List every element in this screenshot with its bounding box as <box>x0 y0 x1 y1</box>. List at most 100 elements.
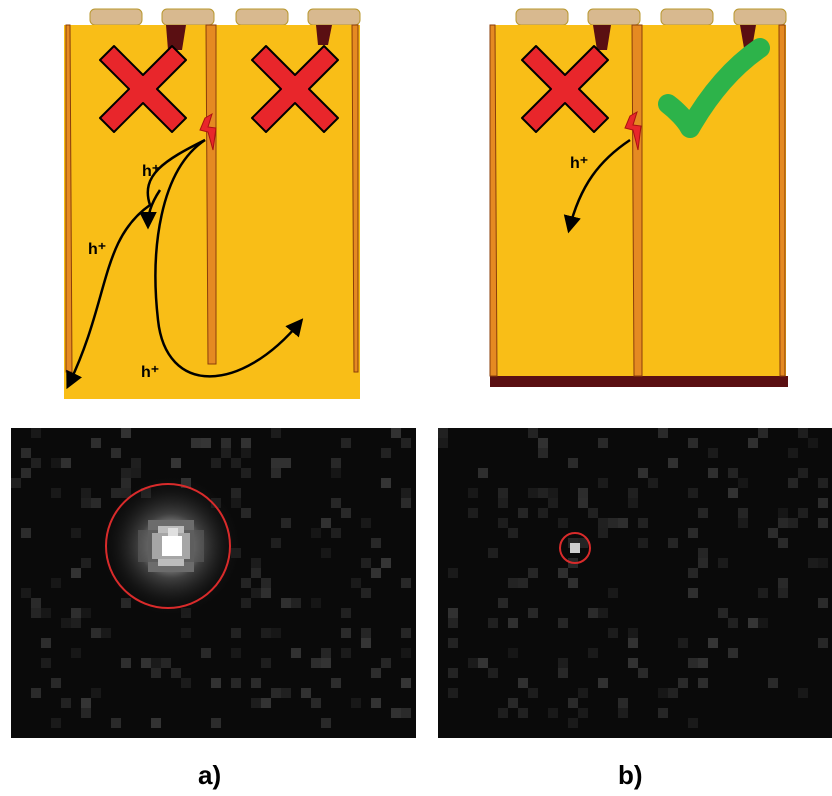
noise-pixel <box>818 498 828 508</box>
noise-pixel <box>281 598 291 608</box>
noise-pixel <box>231 498 241 508</box>
noise-pixel <box>788 518 798 528</box>
noise-pixel <box>488 548 498 558</box>
noise-pixel <box>678 678 688 688</box>
noise-pixel <box>151 718 161 728</box>
noise-pixel <box>578 488 588 498</box>
noise-pixel <box>548 488 558 498</box>
noise-pixel <box>401 488 411 498</box>
noise-pixel <box>371 568 381 578</box>
noise-pixel <box>41 608 51 618</box>
noise-pixel <box>528 608 538 618</box>
noise-pixel <box>61 618 71 628</box>
noise-pixel <box>738 508 748 518</box>
noise-pixel <box>668 688 678 698</box>
noise-pixel <box>588 648 598 658</box>
noise-pixel <box>468 658 478 668</box>
noise-pixel <box>818 558 828 568</box>
carrier-path <box>139 189 162 230</box>
noise-pixel <box>241 438 251 448</box>
noise-pixel <box>438 438 448 448</box>
carrier-label: h⁺ <box>570 155 588 172</box>
spot-ring <box>105 483 231 609</box>
noise-pixel <box>778 538 788 548</box>
noise-pixel <box>401 708 411 718</box>
noise-pixel <box>568 578 578 588</box>
noise-pixel <box>31 458 41 468</box>
noise-pixel <box>131 468 141 478</box>
noise-pixel <box>51 578 61 588</box>
noise-pixel <box>121 478 131 488</box>
noise-pixel <box>628 638 638 648</box>
isolation-trench <box>489 24 498 377</box>
noise-pixel <box>598 438 608 448</box>
noise-pixel <box>638 468 648 478</box>
noise-pixel <box>331 468 341 478</box>
noise-pixel <box>728 618 738 628</box>
noise-pixel <box>71 568 81 578</box>
noise-pixel <box>341 438 351 448</box>
noise-pixel <box>131 458 141 468</box>
noise-pixel <box>241 448 251 458</box>
noise-pixel <box>331 458 341 468</box>
noise-pixel <box>271 428 281 438</box>
noise-pixel <box>528 688 538 698</box>
noise-pixel <box>311 698 321 708</box>
noise-pixel <box>798 428 808 438</box>
noise-pixel <box>638 518 648 528</box>
isolation-trench <box>351 24 359 373</box>
noise-pixel <box>221 438 231 448</box>
noise-pixel <box>728 648 738 658</box>
noise-pixel <box>748 618 758 628</box>
noise-pixel <box>818 638 828 648</box>
noise-pixel <box>391 708 401 718</box>
noise-pixel <box>101 628 111 638</box>
noise-pixel <box>311 598 321 608</box>
noise-pixel <box>448 618 458 628</box>
noise-pixel <box>528 568 538 578</box>
noise-pixel <box>728 488 738 498</box>
noise-pixel <box>51 488 61 498</box>
noise-pixel <box>708 448 718 458</box>
noise-pixel <box>91 688 101 698</box>
noise-pixel <box>241 508 251 518</box>
noise-pixel <box>361 518 371 528</box>
noise-pixel <box>518 708 528 718</box>
noise-pixel <box>341 508 351 518</box>
noise-pixel <box>221 448 231 458</box>
contact-bumps-b <box>515 8 787 26</box>
sensor-diagram-b: h⁺ <box>489 8 788 387</box>
noise-pixel <box>518 508 528 518</box>
noise-pixel <box>261 658 271 668</box>
lightning-icon <box>624 110 642 151</box>
noise-pixel <box>688 588 698 598</box>
noise-pixel <box>281 688 291 698</box>
noise-pixel <box>291 648 301 658</box>
noise-pixel <box>361 628 371 638</box>
noise-pixel <box>341 628 351 638</box>
noise-pixel <box>778 578 788 588</box>
noise-pixel <box>568 698 578 708</box>
noise-pixel <box>231 458 241 468</box>
noise-pixel <box>71 648 81 658</box>
noise-pixel <box>728 468 738 478</box>
noise-pixel <box>568 718 578 728</box>
implant <box>593 25 611 50</box>
noise-pixel <box>438 428 448 438</box>
noise-pixel <box>678 638 688 648</box>
panel-label-a: a) <box>198 760 221 790</box>
noise-pixel <box>758 588 768 598</box>
noise-pixel <box>448 608 458 618</box>
noise-pixel <box>51 718 61 728</box>
detector-image-b <box>438 428 832 738</box>
noise-pixel <box>81 558 91 568</box>
noise-pixel <box>668 538 678 548</box>
noise-pixel <box>578 688 588 698</box>
noise-pixel <box>668 458 678 468</box>
noise-pixel <box>788 478 798 488</box>
noise-pixel <box>181 628 191 638</box>
noise-pixel <box>21 528 31 538</box>
noise-pixel <box>618 708 628 718</box>
noise-pixel <box>498 498 508 508</box>
